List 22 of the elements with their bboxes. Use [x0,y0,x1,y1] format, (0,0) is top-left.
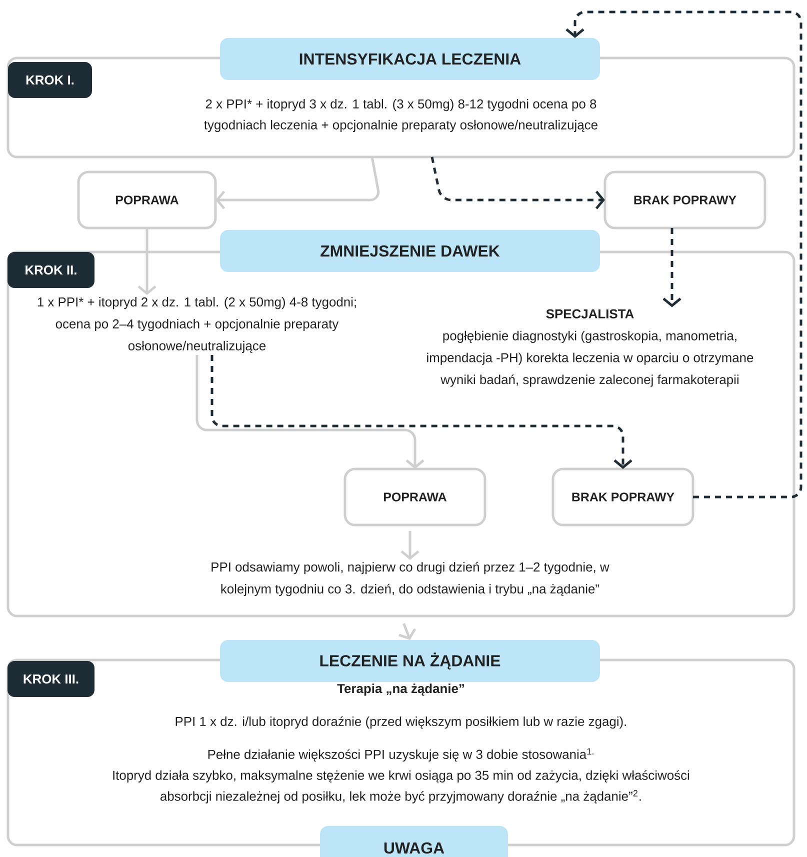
outcome-box: BRAK POPRAWY [552,468,694,526]
step-badge: KROK III. [8,661,94,697]
step-header: LECZENIE NA ŻĄDANIE [220,640,600,682]
arrow [138,228,156,296]
arrow [430,156,605,210]
outcome-box: BRAK POPRAWY [604,170,766,230]
instruction-text: SPECJALISTA pogłębienie diagnostyki (gastroskopia, manometria, impendacja -PH) korekta leczenia w oparciu o otrzymane wyniki badań, sprawdzenie zaleconej farmakoterapii [427,309,754,387]
arrow [216,156,380,210]
arrow [210,354,632,469]
step-header: UWAGA [320,826,508,857]
arrow [400,531,420,560]
outcome-box: POPRAWA [344,468,486,526]
arrow [566,10,802,498]
arrow [196,354,424,469]
outcome-box: POPRAWA [77,170,217,230]
step-header: INTENSYFIKACJA LECZENIA [220,38,600,80]
instruction-text: 1 x PPI* + itopryd 2 x dz. 1 tabl. (2 x 50mg) 4-8 tygodni; ocena po 2–4 tygodniach + opcjonalnie preparaty osłonowe/neutralizujące [38,297,356,353]
arrow [662,228,682,308]
instruction-text: PPI odsawiamy powoli, najpierw co drugi dzień przez 1–2 tygodnie, w kolejnym tygodniu co 3. dzień, do odstawienia i trybu „na żądanie” [212,562,610,596]
step-badge: KROK II. [8,252,94,288]
step-badge: KROK I. [8,62,92,98]
step-header: ZMNIEJSZENIE DAWEK [220,230,600,272]
